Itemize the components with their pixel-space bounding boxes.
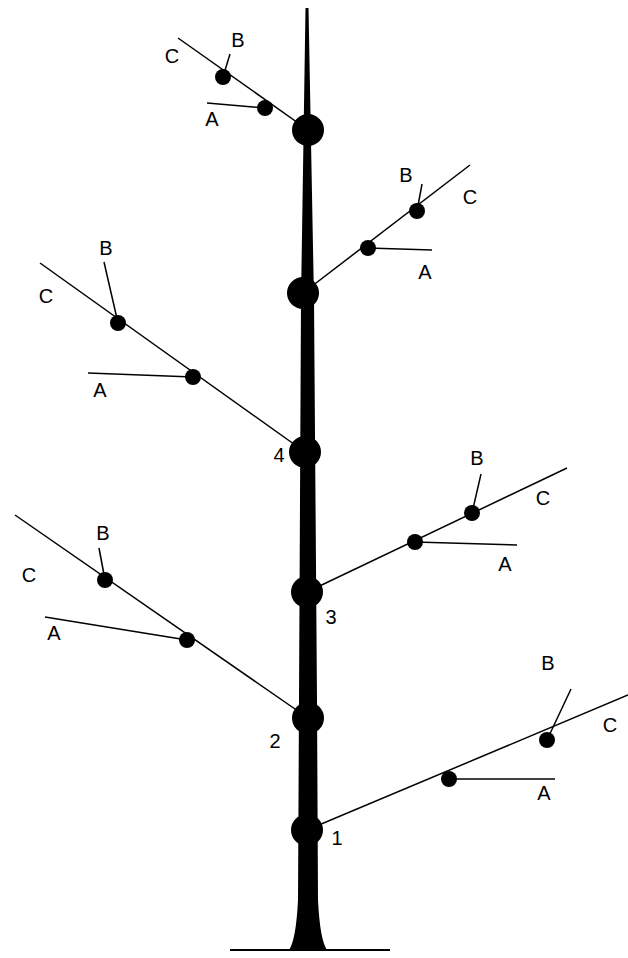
callout-number: 2 (268, 731, 281, 751)
branch-label: C (462, 187, 478, 207)
ground-line (230, 949, 390, 951)
branch-lines (15, 38, 628, 830)
branch-label: A (92, 380, 107, 400)
trunk-nodes (287, 114, 324, 846)
branch-label: C (535, 488, 551, 508)
callout-number: 4 (272, 445, 285, 465)
branch-label: B (95, 523, 110, 543)
branch-label: B (398, 165, 413, 185)
branch-label: C (164, 46, 180, 66)
trunk (289, 8, 327, 950)
branch-label: C (602, 715, 618, 735)
branch-label: B (98, 238, 113, 258)
branch-label: A (46, 623, 61, 643)
branch-label: A (204, 109, 219, 129)
branch-label: C (21, 565, 37, 585)
callout-number: 1 (330, 828, 343, 848)
branch-label: A (497, 554, 512, 574)
branch-label: A (536, 783, 551, 803)
bud-dots (97, 69, 555, 787)
branch-label: B (469, 448, 484, 468)
branch-label: C (38, 286, 54, 306)
branch-label: B (540, 653, 555, 673)
branch-label: B (230, 30, 245, 50)
branch-label: A (417, 262, 432, 282)
callout-number: 3 (324, 607, 337, 627)
